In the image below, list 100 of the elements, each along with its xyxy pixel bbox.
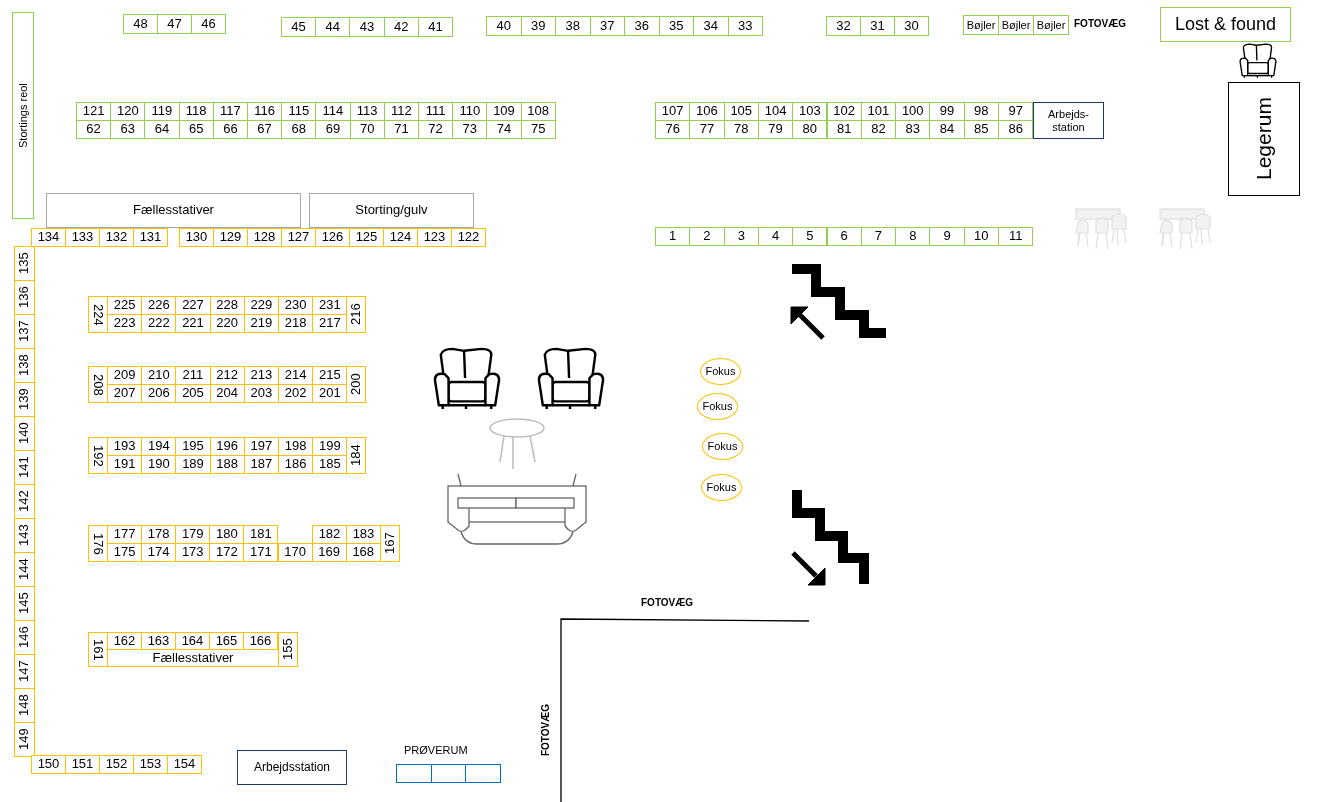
desk-spot: 141 [14, 450, 35, 485]
desk-spot: 36 [624, 16, 660, 36]
desk-spot: 138 [14, 348, 35, 383]
desk-spot: 3 [723, 227, 759, 246]
desk-spot: 47 [157, 14, 192, 34]
desk-spot: 48 [123, 14, 158, 34]
desk-spot: 7 [860, 227, 897, 246]
desk-spot: 143 [14, 518, 35, 553]
desk-spot: 147 [14, 654, 35, 689]
hanger-rack-box: Bøjler [1033, 15, 1069, 35]
desk-spot: 76 [655, 120, 691, 139]
desk-spot: 75 [520, 120, 556, 139]
desk-spot: 62 [76, 120, 112, 139]
desk-spot: 166 [243, 632, 278, 650]
desk-spot: 161 [88, 632, 108, 667]
desk-spot: 142 [14, 484, 35, 519]
desk-spot: 1 [655, 227, 691, 246]
desk-spot: 31 [860, 16, 895, 36]
focus-oval: Fokus [701, 474, 742, 501]
desk-spot: 39 [520, 16, 556, 36]
desk-spot: 145 [14, 586, 35, 621]
desk-spot: 136 [14, 280, 35, 315]
workstation-box: Arbejds- station [1033, 102, 1104, 139]
desk-spot: 46 [191, 14, 226, 34]
desk-spot: 129 [213, 228, 248, 247]
desk-spot: 130 [179, 228, 214, 247]
desk-spot: 154 [167, 755, 202, 774]
room-box: Legerum [1228, 82, 1300, 196]
desk-spot: 45 [281, 17, 317, 37]
desk-spot: 155 [278, 632, 298, 667]
desk-spot: 124 [383, 228, 418, 247]
desk-spot: 184 [346, 437, 366, 474]
desk-spot: 32 [826, 16, 861, 36]
fitting-room-booth [430, 764, 466, 783]
focus-oval: Fokus [702, 433, 743, 460]
desk-spot: 127 [281, 228, 316, 247]
desk-spot: 10 [963, 227, 999, 246]
storage-area-box: Storting/gulv [309, 193, 474, 228]
focus-oval: Fokus [700, 358, 741, 385]
desk-spot: 6 [826, 227, 862, 246]
desk-spot: 43 [349, 17, 385, 37]
desk-spot: 192 [88, 437, 108, 474]
desk-spot: 4 [757, 227, 794, 246]
desk-spot: 33 [727, 16, 763, 36]
desk-spot: 9 [929, 227, 965, 246]
focus-oval: Fokus [697, 393, 738, 420]
desk-spot: 200 [346, 366, 366, 403]
desk-spot: 41 [417, 17, 453, 37]
desk-spot: 8 [895, 227, 931, 246]
desk-spot: 224 [88, 296, 108, 333]
desk-spot: 126 [315, 228, 350, 247]
desk-spot: 139 [14, 382, 35, 417]
desk-spot: 34 [693, 16, 729, 36]
room-label: PRØVERUM [404, 744, 468, 756]
desk-spot: 144 [14, 552, 35, 587]
lost-and-found-box: Lost & found [1160, 7, 1291, 42]
desk-spot: 140 [14, 416, 35, 451]
desk-spot: 146 [14, 620, 35, 655]
fitting-room-booth [396, 764, 432, 783]
desk-spot: 176 [88, 525, 108, 562]
desk-spot: 30 [894, 16, 929, 36]
desk-spot: 150 [31, 755, 66, 774]
wall-label: FOTOVÆG [641, 597, 694, 608]
hanger-rack-box: Bøjler [998, 15, 1034, 35]
desk-spot: 133 [65, 228, 100, 247]
shelf-box: Stortings reol [12, 12, 34, 219]
desk-spot: 135 [14, 246, 35, 281]
desk-spot: 44 [315, 17, 351, 37]
desk-spot: 38 [555, 16, 591, 36]
rack-area-box: Fællesstativer [46, 193, 301, 228]
desk-spot: 208 [88, 366, 108, 403]
desk-spot: 125 [349, 228, 384, 247]
desk-spot: 170 [277, 543, 313, 562]
desk-spot: 148 [14, 688, 35, 723]
desk-spot: 123 [417, 228, 452, 247]
desk-spot: 35 [658, 16, 694, 36]
desk-spot: 122 [451, 228, 486, 247]
desk-spot: 167 [380, 525, 400, 562]
desk-spot: 137 [14, 314, 35, 349]
desk-spot: 216 [346, 296, 366, 333]
hanger-rack-box: Bøjler [963, 15, 999, 35]
desk-spot: 11 [998, 227, 1034, 246]
desk-spot: 40 [486, 16, 522, 36]
desk-spot: 131 [133, 228, 168, 247]
workstation-box: Arbejdsstation [237, 750, 347, 785]
desk-spot: 153 [133, 755, 168, 774]
desk-spot: 5 [792, 227, 828, 246]
desk-spot: 2 [689, 227, 725, 246]
desk-spot: 152 [99, 755, 134, 774]
desk-spot: 81 [826, 120, 862, 139]
desk-spot: 128 [247, 228, 282, 247]
desk-spot: 149 [14, 722, 35, 757]
wall-label: FOTOVÆG [540, 704, 551, 757]
desk-spot: 37 [589, 16, 625, 36]
desk-spot: 86 [998, 120, 1034, 139]
fitting-room-booth [465, 764, 501, 783]
desk-spot: 132 [99, 228, 134, 247]
desk-spot: 151 [65, 755, 100, 774]
desk-spot: 134 [31, 228, 66, 247]
desk-spot: 80 [792, 120, 828, 139]
